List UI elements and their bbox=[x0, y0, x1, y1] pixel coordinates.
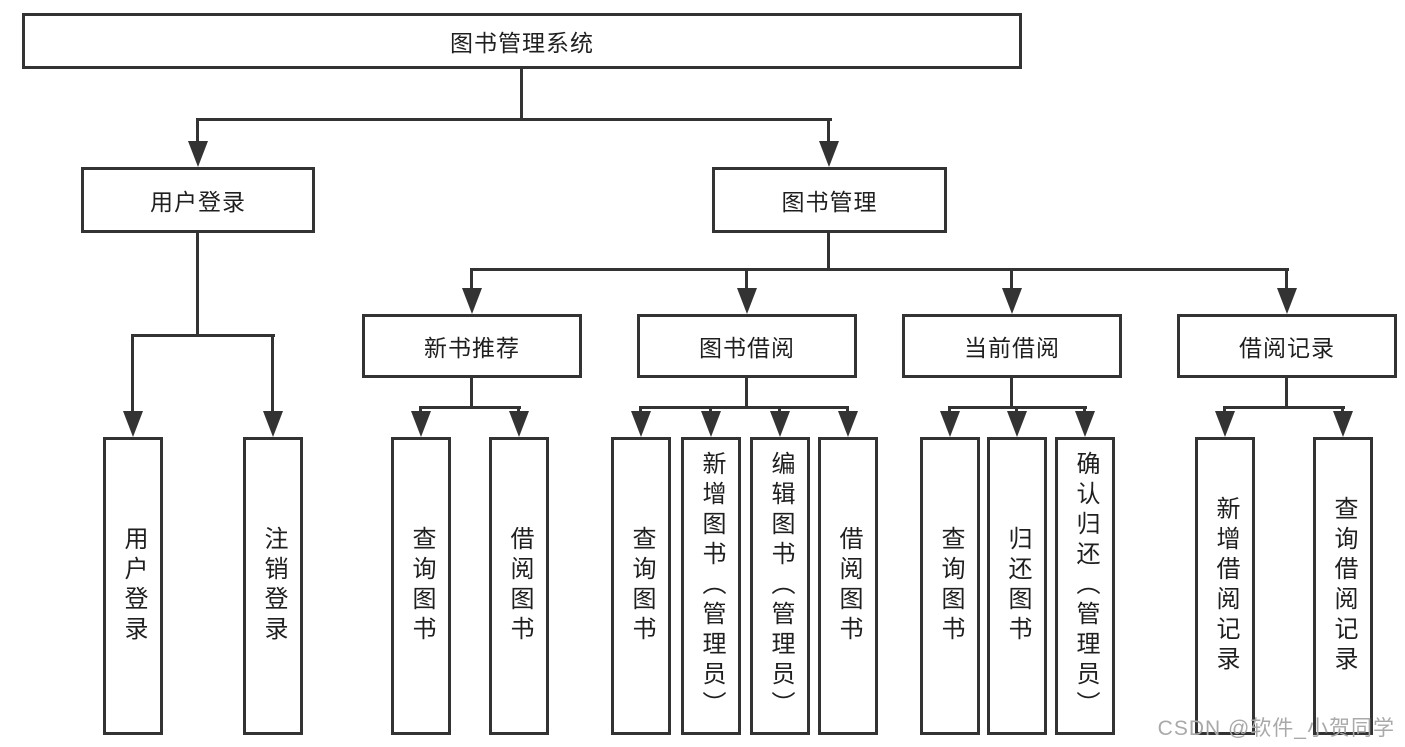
connector-current-borrow-stem bbox=[1010, 378, 1013, 409]
leaf-edit-book-admin: 编辑图书（管理员） bbox=[750, 437, 810, 735]
connector-book-borrow-hline bbox=[639, 406, 849, 409]
connector-borrow-records-hline bbox=[1223, 406, 1345, 409]
connector-stem-query1 bbox=[419, 406, 422, 415]
connector-stem-borrow1 bbox=[517, 406, 520, 415]
leaf-logout: 注销登录 bbox=[243, 437, 303, 735]
node-current-borrowing: 当前借阅 bbox=[902, 314, 1122, 378]
arrow-book-borrow bbox=[737, 288, 757, 314]
connector-stem-return-book bbox=[1015, 406, 1018, 415]
node-book-borrowing: 图书借阅 bbox=[637, 314, 857, 378]
arrow-book-management bbox=[819, 141, 839, 167]
arrow-query3 bbox=[940, 411, 960, 437]
connector-book-management-stem bbox=[827, 233, 830, 271]
connector-stem-borrow2 bbox=[846, 406, 849, 415]
leaf-query-books-1: 查询图书 bbox=[391, 437, 451, 735]
leaf-confirm-return-admin: 确认归还（管理员） bbox=[1055, 437, 1115, 735]
arrow-query1 bbox=[411, 411, 431, 437]
connector-new-book-hline bbox=[419, 406, 521, 409]
node-library-management-system: 图书管理系统 bbox=[22, 13, 1022, 69]
connector-stem-query2 bbox=[639, 406, 642, 415]
leaf-add-borrow-record: 新增借阅记录 bbox=[1195, 437, 1255, 735]
arrow-add-record bbox=[1215, 411, 1235, 437]
connector-stem-leaf-logout bbox=[271, 334, 274, 413]
node-user-login: 用户登录 bbox=[81, 167, 315, 233]
connector-book-borrow-stem bbox=[745, 378, 748, 409]
arrow-leaf-login bbox=[123, 411, 143, 437]
arrow-borrow2 bbox=[838, 411, 858, 437]
connector-stem-leaf-login bbox=[131, 334, 134, 413]
leaf-query-books-2: 查询图书 bbox=[611, 437, 671, 735]
connector-stem-confirm-return bbox=[1083, 406, 1086, 415]
connector-borrow-records-stem bbox=[1285, 378, 1288, 409]
connector-user-login-hline bbox=[131, 334, 275, 337]
connector-user-login-stem bbox=[196, 233, 199, 337]
arrow-query-record bbox=[1333, 411, 1353, 437]
node-book-management: 图书管理 bbox=[712, 167, 947, 233]
connector-stem-user-login bbox=[196, 118, 199, 146]
leaf-borrow-books-1: 借阅图书 bbox=[489, 437, 549, 735]
connector-stem-book-borrow bbox=[745, 268, 748, 292]
connector-stem-add-record bbox=[1223, 406, 1226, 415]
connector-stem-borrow-records bbox=[1285, 268, 1288, 292]
leaf-query-borrow-record: 查询借阅记录 bbox=[1313, 437, 1373, 735]
node-new-book-recommendation: 新书推荐 bbox=[362, 314, 582, 378]
arrow-user-login bbox=[188, 141, 208, 167]
arrow-borrow1 bbox=[509, 411, 529, 437]
csdn-watermark: CSDN @软件_小贺同学 bbox=[1157, 717, 1395, 740]
arrow-confirm-return bbox=[1075, 411, 1095, 437]
arrow-return-book bbox=[1007, 411, 1027, 437]
connector-stem-new-book bbox=[470, 268, 473, 292]
connector-stem-current-borrow bbox=[1010, 268, 1013, 292]
connector-stem-add-book bbox=[709, 406, 712, 415]
arrow-add-book bbox=[701, 411, 721, 437]
connector-root-stem bbox=[520, 69, 523, 120]
connector-stem-query3 bbox=[948, 406, 951, 415]
leaf-return-book: 归还图书 bbox=[987, 437, 1047, 735]
arrow-edit-book bbox=[770, 411, 790, 437]
leaf-user-login: 用户登录 bbox=[103, 437, 163, 735]
arrow-query2 bbox=[631, 411, 651, 437]
connector-book-management-hline bbox=[470, 268, 1289, 271]
arrow-borrow-records bbox=[1277, 288, 1297, 314]
leaf-add-book-admin: 新增图书（管理员） bbox=[681, 437, 741, 735]
arrow-current-borrow bbox=[1002, 288, 1022, 314]
leaf-query-books-3: 查询图书 bbox=[920, 437, 980, 735]
connector-new-book-stem bbox=[470, 378, 473, 409]
connector-stem-edit-book bbox=[778, 406, 781, 415]
node-borrowing-records: 借阅记录 bbox=[1177, 314, 1397, 378]
connector-root-hline bbox=[196, 118, 832, 121]
arrow-leaf-logout bbox=[263, 411, 283, 437]
connector-stem-book-management bbox=[827, 118, 830, 146]
leaf-borrow-books-2: 借阅图书 bbox=[818, 437, 878, 735]
arrow-new-book bbox=[462, 288, 482, 314]
connector-stem-query-record bbox=[1341, 406, 1344, 415]
